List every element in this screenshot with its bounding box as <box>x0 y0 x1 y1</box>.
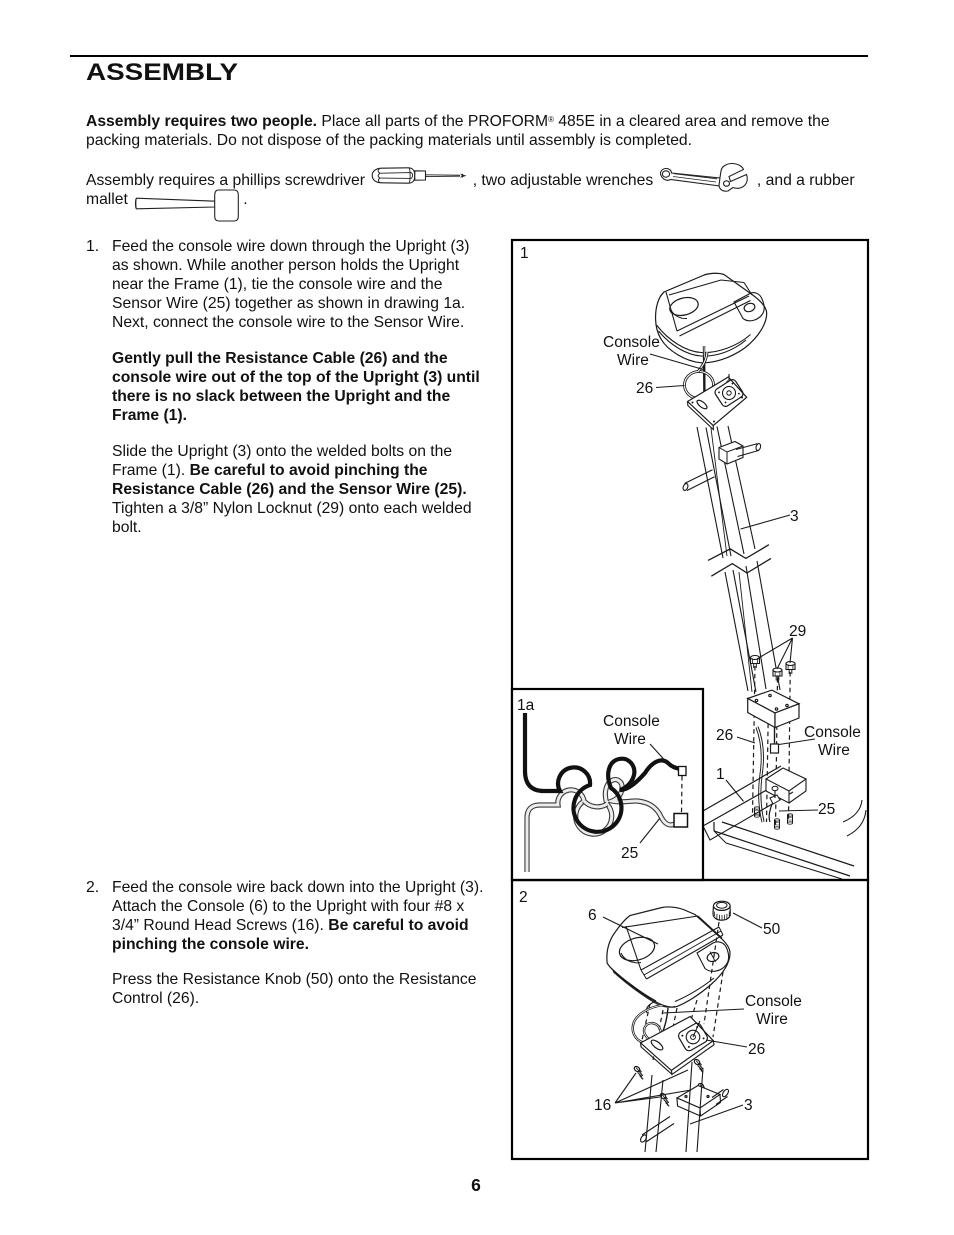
svg-text:25: 25 <box>621 845 638 862</box>
svg-text:26: 26 <box>748 1041 765 1058</box>
svg-text:1: 1 <box>716 766 725 783</box>
svg-text:Wire: Wire <box>756 1011 788 1028</box>
svg-text:Console: Console <box>804 724 861 741</box>
svg-text:50: 50 <box>763 921 781 938</box>
svg-text:1: 1 <box>520 245 529 262</box>
svg-text:2: 2 <box>519 889 528 906</box>
svg-text:Wire: Wire <box>617 352 649 369</box>
svg-text:6: 6 <box>588 907 597 924</box>
svg-text:3: 3 <box>790 508 799 525</box>
svg-text:Console: Console <box>745 993 802 1010</box>
svg-text:26: 26 <box>716 727 733 744</box>
svg-text:Wire: Wire <box>818 742 850 759</box>
svg-text:Wire: Wire <box>614 731 646 748</box>
svg-text:29: 29 <box>789 623 806 640</box>
svg-text:25: 25 <box>818 801 835 818</box>
svg-text:Console: Console <box>603 334 660 351</box>
svg-text:3: 3 <box>744 1097 753 1114</box>
svg-text:26: 26 <box>636 380 653 397</box>
svg-text:16: 16 <box>594 1097 611 1114</box>
svg-text:Console: Console <box>603 713 660 730</box>
svg-text:1a: 1a <box>517 697 535 714</box>
